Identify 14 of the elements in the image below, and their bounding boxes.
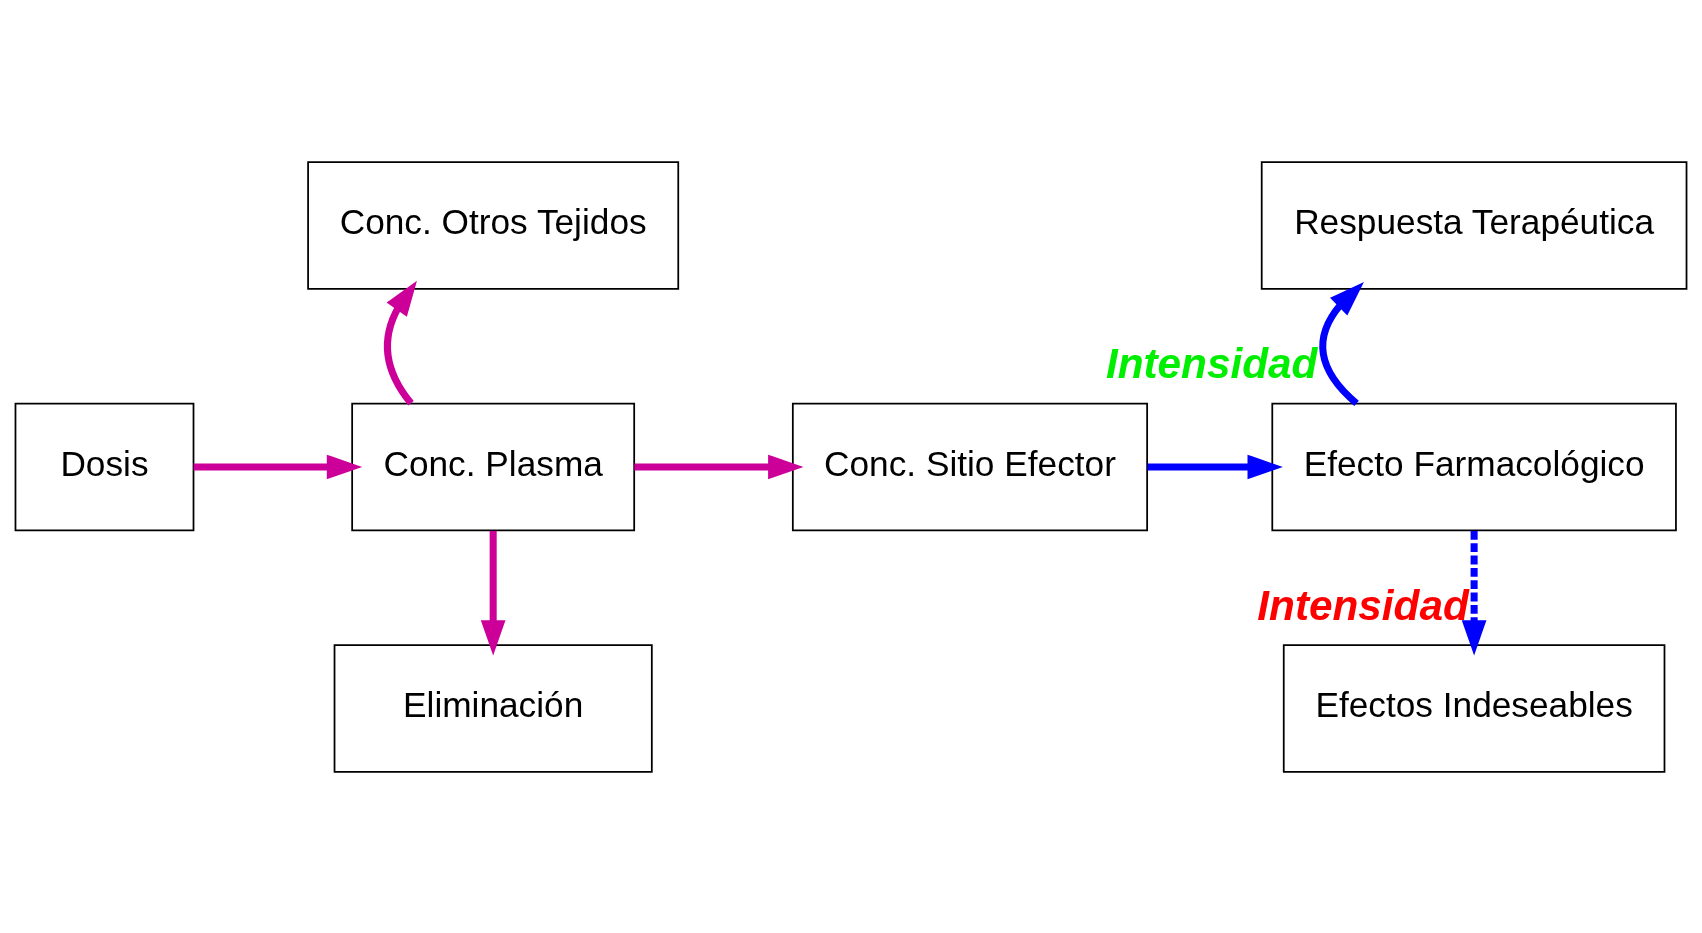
node-box: Conc. Otros Tejidos [307, 160, 680, 290]
node-box: Efectos Indeseables [1282, 643, 1666, 773]
node-box: Dosis [14, 402, 195, 531]
arrow [1319, 281, 1364, 406]
arrow [1147, 454, 1283, 479]
node-box: Conc. Sitio Efector [791, 402, 1149, 531]
arrow [383, 280, 417, 405]
arrow [193, 454, 363, 479]
node-box: Eliminación [333, 643, 653, 773]
node-box: Conc. Plasma [351, 402, 636, 531]
edge-label: Intensidad [1105, 339, 1318, 387]
node-box: Respuesta Terapéutica [1260, 160, 1688, 290]
node-box: Efecto Farmacológico [1271, 402, 1677, 531]
edge-label: Intensidad [1257, 581, 1469, 629]
